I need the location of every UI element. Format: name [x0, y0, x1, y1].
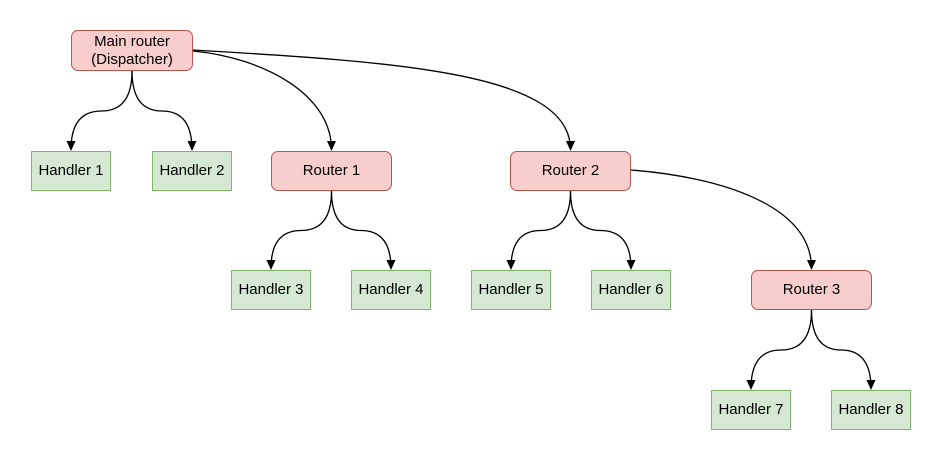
node-router-1: Router 1	[271, 151, 392, 191]
edge-router-2-to-handler-6	[569, 190, 636, 270]
node-handler-3: Handler 3	[231, 270, 311, 310]
edge-router-1-to-handler-4	[330, 190, 396, 270]
edge-main-to-router-1	[192, 50, 336, 151]
node-main-router-dispatcher: Main router (Dispatcher)	[71, 30, 193, 71]
node-handler-7: Handler 7	[711, 390, 791, 430]
edge-router-3-to-handler-7	[746, 309, 813, 390]
node-router-2: Router 2	[510, 151, 631, 191]
edge-router-1-to-handler-3	[266, 190, 333, 270]
edge-main-to-router-2	[192, 49, 575, 151]
edge-router-2-to-router-3	[630, 169, 816, 270]
edge-main-to-handler-2	[131, 70, 197, 151]
node-handler-1: Handler 1	[31, 151, 111, 191]
node-handler-6: Handler 6	[591, 270, 671, 310]
node-router-3: Router 3	[751, 270, 872, 310]
edge-main-to-handler-1	[66, 70, 133, 151]
edge-router-2-to-handler-5	[506, 190, 572, 270]
node-handler-4: Handler 4	[351, 270, 431, 310]
node-handler-5: Handler 5	[471, 270, 551, 310]
edge-router-3-to-handler-8	[810, 309, 876, 390]
node-handler-2: Handler 2	[152, 151, 232, 191]
node-handler-8: Handler 8	[831, 390, 911, 430]
